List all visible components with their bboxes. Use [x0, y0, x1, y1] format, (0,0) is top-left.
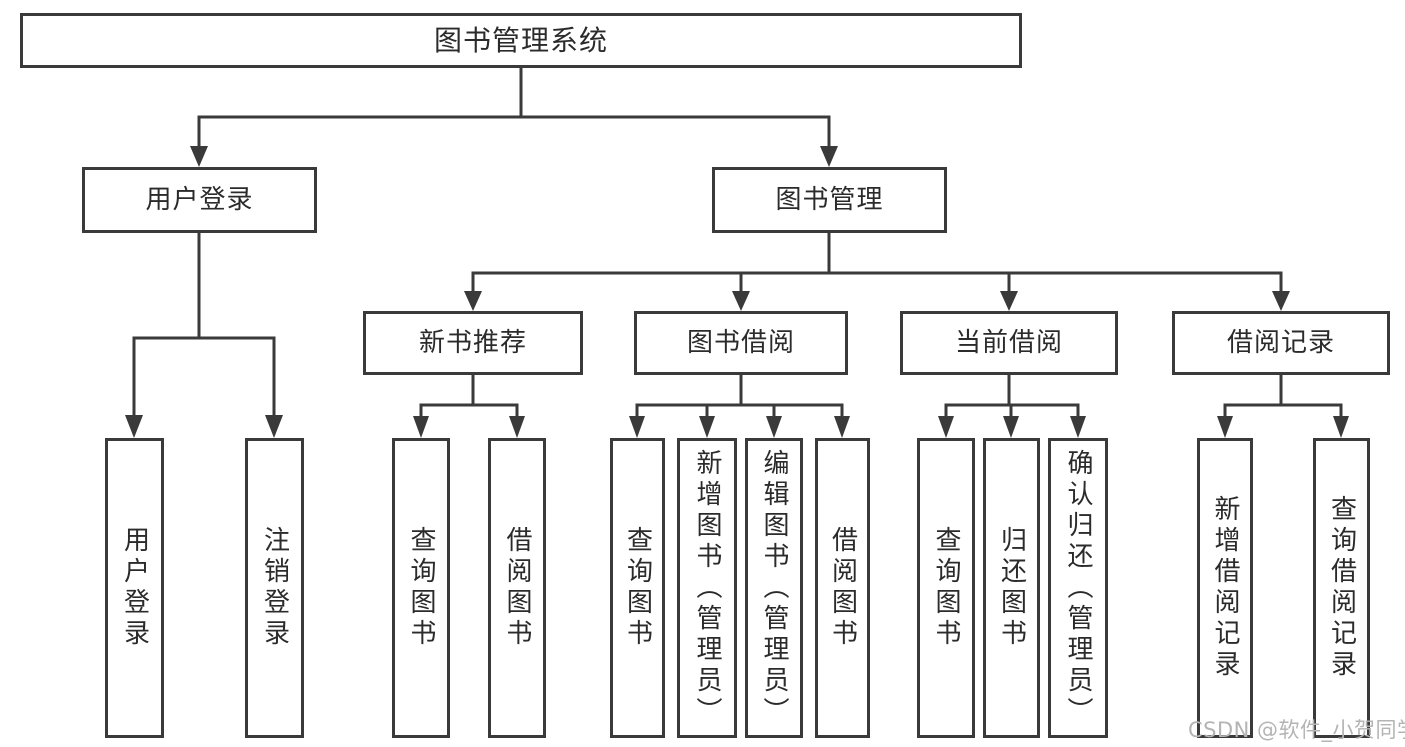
node-record-query-borrow-record: 查询借阅记录 [1313, 438, 1370, 738]
node-current-borrow: 当前借阅 [900, 311, 1118, 375]
node-record-add-borrow-record-label: 新增借阅记录 [1210, 495, 1240, 681]
node-borrow-borrow-books: 借阅图书 [815, 438, 870, 738]
node-record-query-borrow-record-label: 查询借阅记录 [1326, 495, 1357, 681]
node-book-borrow: 图书借阅 [634, 311, 848, 375]
node-newbook-query-books-label: 查询图书 [406, 526, 436, 650]
node-book-mgmt-label: 图书管理 [775, 185, 884, 215]
connector-borrow-record-to-children [1217, 373, 1349, 438]
node-borrow-edit-books-admin: 编辑图书（管理员） [745, 438, 803, 738]
node-user-login: 用户登录 [82, 167, 317, 233]
node-current-query-books-label: 查询图书 [931, 526, 961, 650]
node-new-book-label: 新书推荐 [418, 328, 527, 358]
node-root: 图书管理系统 [20, 13, 1022, 68]
node-newbook-query-books: 查询图书 [392, 438, 450, 738]
node-logout-action: 注销登录 [245, 438, 304, 738]
node-user-login-action-label: 用户登录 [119, 526, 150, 650]
node-borrow-record-label: 借阅记录 [1226, 328, 1335, 358]
connector-root-to-level2 [190, 66, 838, 167]
node-borrow-edit-books-admin-label: 编辑图书（管理员） [759, 448, 789, 728]
node-current-confirm-return-admin-label: 确认归还（管理员） [1063, 448, 1093, 728]
node-current-query-books: 查询图书 [917, 438, 975, 738]
node-borrow-query-books-label: 查询图书 [622, 526, 653, 650]
node-borrow-borrow-books-label: 借阅图书 [827, 526, 858, 650]
node-newbook-borrow-books: 借阅图书 [488, 438, 546, 738]
node-borrow-query-books: 查询图书 [610, 438, 665, 738]
connector-user-login-to-children [125, 231, 283, 438]
connector-current-borrow-to-children [938, 373, 1086, 438]
node-root-label: 图书管理系统 [433, 23, 608, 57]
node-book-mgmt: 图书管理 [712, 167, 947, 233]
node-logout-action-label: 注销登录 [259, 526, 290, 650]
node-borrow-add-books-admin-label: 新增图书（管理员） [692, 448, 722, 728]
node-book-borrow-label: 图书借阅 [686, 328, 795, 358]
node-record-add-borrow-record: 新增借阅记录 [1197, 438, 1253, 738]
node-newbook-borrow-books-label: 借阅图书 [502, 526, 532, 650]
connector-book-borrow-to-children [629, 373, 850, 438]
node-user-login-label: 用户登录 [145, 185, 254, 215]
node-current-borrow-label: 当前借阅 [954, 328, 1063, 358]
connector-book-mgmt-to-level3 [464, 231, 1290, 311]
node-borrow-record: 借阅记录 [1172, 311, 1390, 375]
node-borrow-add-books-admin: 新增图书（管理员） [677, 438, 737, 738]
watermark: CSDN @软件_小贺同学 [1188, 718, 1405, 742]
connector-new-book-to-children [413, 373, 525, 438]
node-current-confirm-return-admin: 确认归还（管理员） [1048, 438, 1108, 738]
node-new-book: 新书推荐 [363, 311, 583, 375]
node-user-login-action: 用户登录 [105, 438, 164, 738]
node-current-return-books: 归还图书 [983, 438, 1040, 738]
node-current-return-books-label: 归还图书 [996, 526, 1027, 650]
